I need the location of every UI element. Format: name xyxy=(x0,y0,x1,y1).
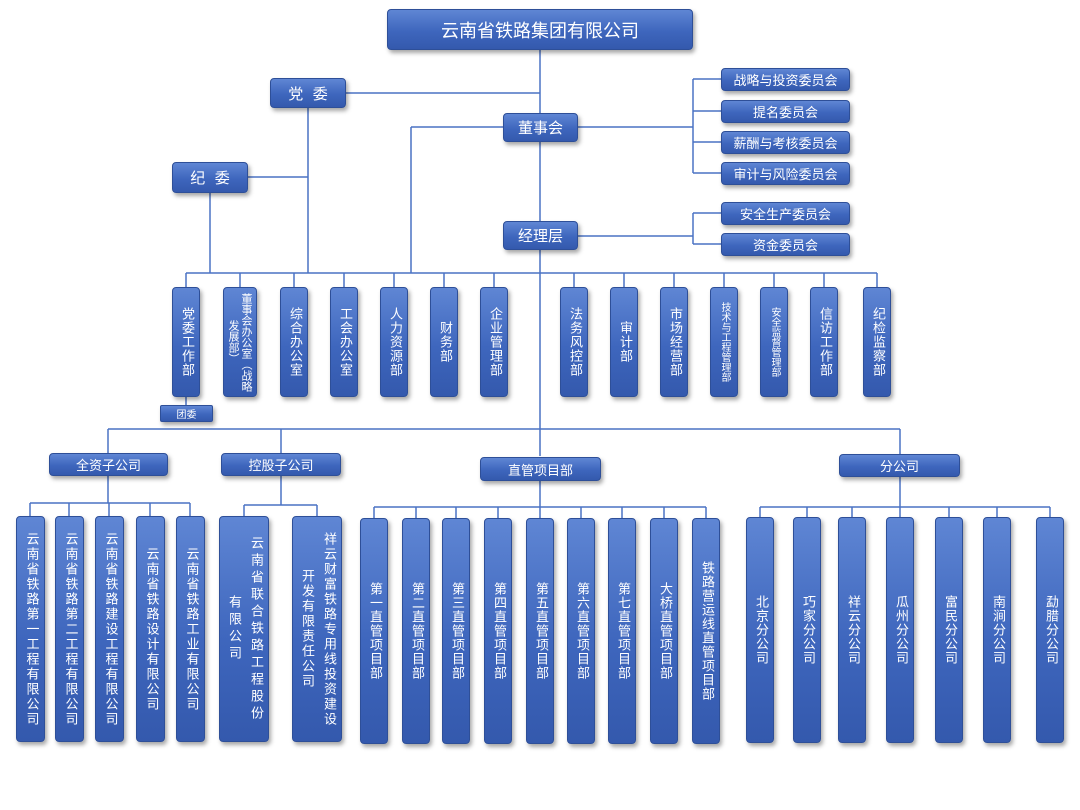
party-committee-box: 党 委 xyxy=(270,78,346,108)
discipline-committee-box: 纪 委 xyxy=(172,162,248,193)
project-department-label: 铁路营运线直管项目部 xyxy=(699,561,714,701)
department-box: 市场经营部 xyxy=(660,287,688,397)
holding-header: 控股子公司 xyxy=(221,453,341,476)
department-box: 安全监督管理部 xyxy=(760,287,788,397)
subsidiary-box: 祥云财富铁路专用线投资建设开发有限责任公司 xyxy=(292,516,342,742)
department-box: 纪检监察部 xyxy=(863,287,891,397)
subsidiary-box: 云南省铁路设计有限公司 xyxy=(136,516,165,742)
subsidiary-label: 云南省铁路第一工程有限公司 xyxy=(23,531,39,727)
department-box: 信访工作部 xyxy=(810,287,838,397)
audit-risk-committee-box: 审计与风险委员会 xyxy=(721,162,850,185)
branch-label: 巧家分公司 xyxy=(800,595,815,665)
strategy-investment-committee-box: 战略与投资委员会 xyxy=(721,68,850,91)
subsidiary-box: 云南省铁路第二工程有限公司 xyxy=(55,516,84,742)
department-label: 财务部 xyxy=(437,321,452,363)
subsidiary-box: 云南省联合铁路工程股份有限公司 xyxy=(219,516,269,742)
board-box: 董事会 xyxy=(503,113,578,142)
branch-label: 祥云分公司 xyxy=(845,595,860,665)
project-department-label: 第五直管项目部 xyxy=(533,582,548,680)
project-department-box: 第二直管项目部 xyxy=(402,518,430,744)
department-box: 董事会办公室（战略发展部） xyxy=(223,287,257,397)
project-department-label: 大桥直管项目部 xyxy=(657,582,672,680)
department-label: 人力资源部 xyxy=(387,307,402,377)
branch-label: 勐腊分公司 xyxy=(1043,595,1058,665)
department-label: 法务风控部 xyxy=(567,307,582,377)
project-department-box: 大桥直管项目部 xyxy=(650,518,678,744)
project-department-box: 第七直管项目部 xyxy=(608,518,636,744)
project-department-box: 第五直管项目部 xyxy=(526,518,554,744)
project-department-box: 铁路营运线直管项目部 xyxy=(692,518,720,744)
branch-box: 南涧分公司 xyxy=(983,517,1011,743)
nomination-committee-box: 提名委员会 xyxy=(721,100,850,123)
direct-projects-header: 直管项目部 xyxy=(480,457,601,481)
department-box: 技术与工程管理部 xyxy=(710,287,738,397)
branch-box: 瓜州分公司 xyxy=(886,517,914,743)
department-label: 董事会办公室（战略发展部） xyxy=(227,292,253,392)
department-label: 审计部 xyxy=(617,321,632,363)
department-label: 工会办公室 xyxy=(337,307,352,377)
department-label: 技术与工程管理部 xyxy=(719,302,730,382)
department-label: 市场经营部 xyxy=(667,307,682,377)
project-department-box: 第四直管项目部 xyxy=(484,518,512,744)
project-department-label: 第三直管项目部 xyxy=(449,582,464,680)
branch-box: 巧家分公司 xyxy=(793,517,821,743)
subsidiary-label: 祥云财富铁路专用线投资建设开发有限责任公司 xyxy=(299,531,336,727)
branch-box: 祥云分公司 xyxy=(838,517,866,743)
department-box: 综合办公室 xyxy=(280,287,308,397)
branch-label: 富民分公司 xyxy=(942,595,957,665)
department-label: 纪检监察部 xyxy=(870,307,885,377)
management-box: 经理层 xyxy=(503,221,578,250)
branch-box: 北京分公司 xyxy=(746,517,774,743)
branch-label: 瓜州分公司 xyxy=(893,595,908,665)
department-box: 法务风控部 xyxy=(560,287,588,397)
project-department-label: 第一直管项目部 xyxy=(367,582,382,680)
department-label: 党委工作部 xyxy=(179,307,194,377)
project-department-label: 第六直管项目部 xyxy=(574,582,589,680)
company-title-box: 云南省铁路集团有限公司 xyxy=(387,9,693,50)
department-label: 信访工作部 xyxy=(817,307,832,377)
subsidiary-label: 云南省铁路工业有限公司 xyxy=(183,546,199,712)
department-label: 综合办公室 xyxy=(287,307,302,377)
safety-committee-box: 安全生产委员会 xyxy=(721,202,850,225)
department-box: 企业管理部 xyxy=(480,287,508,397)
subsidiary-label: 云南省铁路第二工程有限公司 xyxy=(62,531,78,727)
department-box: 审计部 xyxy=(610,287,638,397)
project-department-box: 第一直管项目部 xyxy=(360,518,388,744)
subsidiary-box: 云南省铁路工业有限公司 xyxy=(176,516,205,742)
youth-league-box: 团委 xyxy=(160,405,213,422)
subsidiary-box: 云南省铁路建设工程有限公司 xyxy=(95,516,124,742)
compensation-committee-box: 薪酬与考核委员会 xyxy=(721,131,850,154)
project-department-label: 第四直管项目部 xyxy=(491,582,506,680)
subsidiary-label: 云南省铁路建设工程有限公司 xyxy=(102,531,118,727)
branch-label: 北京分公司 xyxy=(753,595,768,665)
department-box: 人力资源部 xyxy=(380,287,408,397)
subsidiary-label: 云南省铁路设计有限公司 xyxy=(143,546,159,712)
department-label: 安全监督管理部 xyxy=(769,307,780,377)
project-department-label: 第二直管项目部 xyxy=(409,582,424,680)
subsidiary-label: 云南省联合铁路工程股份有限公司 xyxy=(226,535,263,723)
branch-box: 富民分公司 xyxy=(935,517,963,743)
department-box: 党委工作部 xyxy=(172,287,200,397)
project-department-box: 第三直管项目部 xyxy=(442,518,470,744)
subsidiary-box: 云南省铁路第一工程有限公司 xyxy=(16,516,45,742)
department-box: 工会办公室 xyxy=(330,287,358,397)
department-label: 企业管理部 xyxy=(487,307,502,377)
project-department-box: 第六直管项目部 xyxy=(567,518,595,744)
branch-label: 南涧分公司 xyxy=(990,595,1005,665)
branches-header: 分公司 xyxy=(839,454,960,477)
branch-box: 勐腊分公司 xyxy=(1036,517,1064,743)
department-box: 财务部 xyxy=(430,287,458,397)
project-department-label: 第七直管项目部 xyxy=(615,582,630,680)
funds-committee-box: 资金委员会 xyxy=(721,233,850,256)
wholly-owned-header: 全资子公司 xyxy=(49,453,168,476)
